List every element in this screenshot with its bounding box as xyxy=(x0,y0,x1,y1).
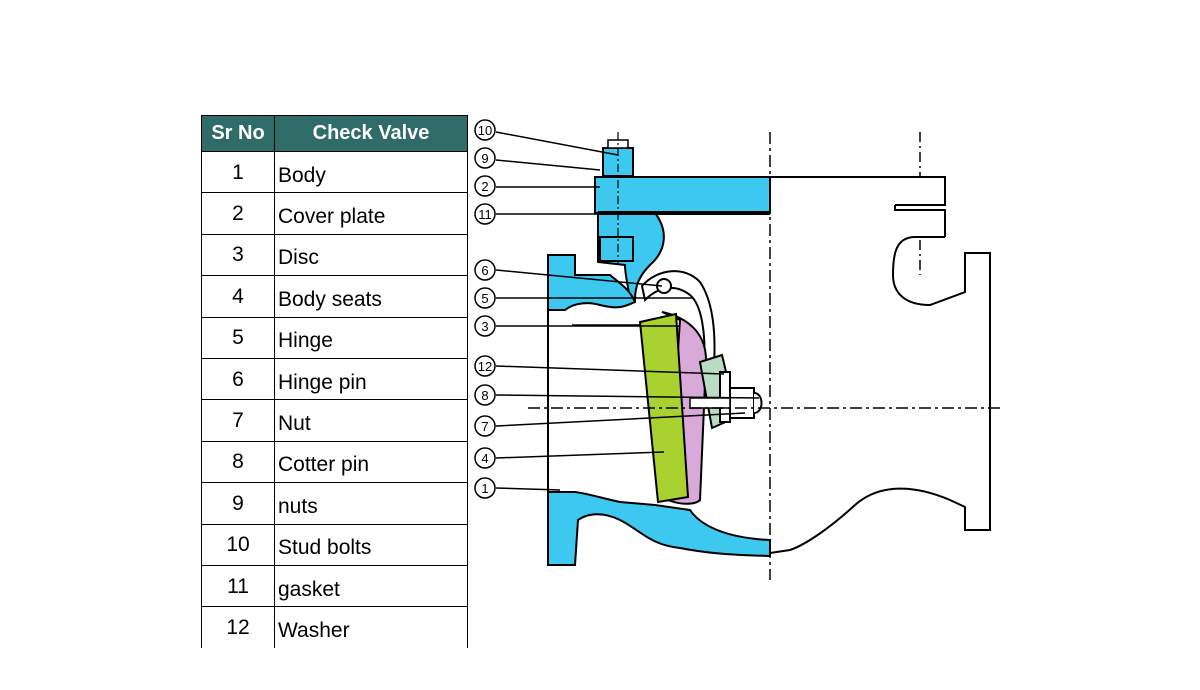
callout-6: 6 xyxy=(474,259,496,281)
row-number: 2 xyxy=(201,192,275,235)
part-name: Body xyxy=(274,150,468,194)
body-outline-right xyxy=(769,132,991,554)
callout-11: 11 xyxy=(474,203,496,225)
row-number: 1 xyxy=(201,150,275,194)
part-name: Body seats xyxy=(274,275,468,318)
header-sr-no: Sr No xyxy=(201,115,275,152)
part-name: gasket xyxy=(274,564,468,608)
callout-2: 2 xyxy=(474,175,496,197)
cotter-pin xyxy=(753,392,763,414)
callout-label: 4 xyxy=(481,451,488,466)
disc xyxy=(638,312,690,504)
callout-label: 2 xyxy=(481,179,488,194)
part-name: Washer xyxy=(274,606,468,648)
callout-10: 10 xyxy=(474,119,496,141)
callout-leaders xyxy=(495,131,760,491)
callout-label: 9 xyxy=(481,151,488,166)
callout-label: 3 xyxy=(481,319,488,334)
callout-label: 5 xyxy=(481,291,488,306)
callout-label: 1 xyxy=(481,481,488,496)
part-name: Hinge xyxy=(274,316,468,359)
header-check-valve: Check Valve xyxy=(274,115,468,152)
callout-4: 4 xyxy=(474,447,496,469)
callout-label: 7 xyxy=(481,419,488,434)
part-name: Stud bolts xyxy=(274,523,468,566)
stud-bolt-and-nuts xyxy=(599,132,634,265)
callout-7: 7 xyxy=(474,415,496,437)
row-number: 11 xyxy=(201,564,275,608)
table-header-row: Sr No Check Valve xyxy=(201,115,468,152)
callout-12: 12 xyxy=(474,355,496,377)
callout-9: 9 xyxy=(474,147,496,169)
callout-1: 1 xyxy=(474,477,496,499)
part-name: Cover plate xyxy=(274,192,468,235)
callout-label: 10 xyxy=(478,123,492,138)
callout-label: 12 xyxy=(478,359,492,374)
callout-3: 3 xyxy=(474,315,496,337)
callouts: 10 9 2 11 6 5 3 12 8 7 4 1 xyxy=(474,119,496,499)
hinge-stud xyxy=(689,397,731,409)
callout-5: 5 xyxy=(474,287,496,309)
gasket xyxy=(598,211,770,215)
row-number: 10 xyxy=(201,523,275,566)
callout-label: 8 xyxy=(481,388,488,403)
callout-label: 6 xyxy=(481,263,488,278)
row-number: 3 xyxy=(201,233,275,277)
callout-label: 11 xyxy=(478,207,492,222)
callout-8: 8 xyxy=(474,384,496,406)
